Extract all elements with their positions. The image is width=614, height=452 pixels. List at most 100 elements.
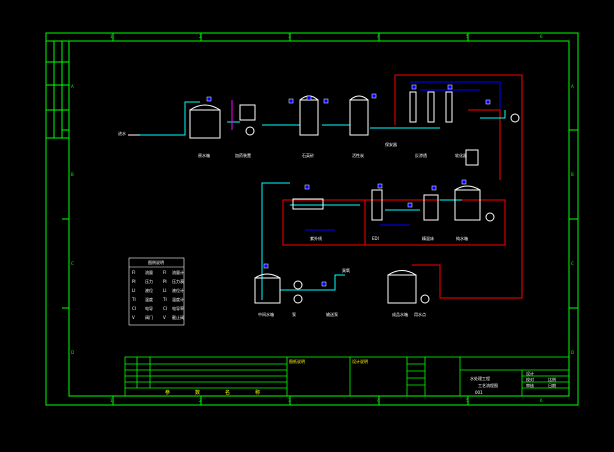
legend-row-1-name: 流量 [145, 270, 153, 275]
red-pipelines [282, 74, 523, 299]
label-intermediate-tank: 中间水箱 [258, 312, 274, 317]
legend-row-4-name: 温度 [145, 297, 153, 302]
product-pump [420, 294, 430, 304]
legend-row-6-sym: V [163, 315, 166, 320]
zone-top-2: 2 [199, 34, 202, 39]
equipment [128, 91, 520, 304]
ro-membrane-2 [427, 91, 435, 123]
dosing-unit [239, 104, 256, 121]
label-inlet: 进水 [118, 131, 126, 136]
label-carbon-filter: 活性炭 [352, 153, 364, 158]
legend-row-6-desc: 截止阀 [172, 315, 184, 320]
legend-row-3-code: LI [132, 288, 136, 293]
legend-row-2-name: 压力 [145, 279, 153, 284]
legend-box [128, 257, 185, 326]
zone-bottom-6: 6 [540, 398, 543, 403]
raw-water-tank [189, 109, 221, 139]
label-pure-tank: 纯水箱 [456, 236, 468, 241]
legend-row-4-code: TI [132, 297, 136, 302]
dosing-pump [245, 126, 255, 136]
legend-row-5-sym: CI [163, 306, 167, 311]
zone-top-5: 5 [466, 34, 469, 39]
title-block-left-label: 图纸说明 [289, 359, 305, 364]
title-block-cell-4: 比例 [548, 377, 556, 382]
product-tank [387, 274, 417, 304]
legend-row-2-desc: 压力表 [172, 279, 184, 284]
zone-top-6: 6 [540, 34, 543, 39]
polish-vessel [423, 194, 439, 221]
legend-row-6-code: V [132, 315, 135, 320]
title-block-param-1: 参 [165, 390, 171, 396]
cyan-pipelines [140, 101, 506, 300]
title-block-param-2: 数 [195, 390, 201, 396]
blue-lines [305, 81, 501, 231]
legend-row-3-sym: LI [163, 288, 167, 293]
label-uv: 紫外线 [310, 236, 322, 241]
legend-row-1-desc: 流量计 [172, 270, 184, 275]
ro-membrane-3 [445, 91, 453, 123]
pump-a [293, 280, 303, 290]
valves [206, 84, 491, 287]
label-edi: EDI [372, 236, 379, 241]
zone-right-c: C [571, 261, 574, 266]
sand-filter-vessel [299, 99, 319, 136]
label-dosing: 加药装置 [235, 153, 251, 158]
zone-top-1: 1 [110, 34, 113, 39]
zone-right-b: B [571, 172, 574, 177]
zone-bottom-3: 3 [288, 398, 291, 403]
label-sand-filter: 石英砂 [302, 153, 314, 158]
legend-row-5-name: 电导 [145, 306, 153, 311]
label-product-tank: 成品水箱 [392, 312, 408, 317]
label-polish: 精混床 [422, 236, 434, 241]
legend-row-5-desc: 电导率 [172, 306, 184, 311]
label-use-point: 用水点 [414, 312, 426, 317]
title-block-cell-5: 日期 [548, 383, 556, 388]
label-softener: 软化器 [455, 153, 467, 158]
zone-left-c: C [71, 261, 74, 266]
ro-membrane-1 [409, 91, 417, 123]
title-block-mid-label: 设计说明 [352, 359, 368, 364]
zone-bottom-2: 2 [199, 398, 202, 403]
title-block-cell-3: 审核 [526, 383, 534, 388]
pump-b [293, 294, 303, 304]
title-block-cell-2: 校对 [526, 377, 534, 382]
title-block [124, 356, 570, 397]
label-pump-b: 输送泵 [326, 312, 338, 317]
legend-row-5-code: CI [132, 306, 136, 311]
label-raw-tank: 原水箱 [198, 153, 210, 158]
legend-row-2-code: PI [132, 279, 136, 284]
zone-left-d: D [71, 350, 75, 355]
pure-pump [485, 212, 495, 222]
legend-row-4-sym: TI [163, 297, 167, 302]
zone-top-3: 3 [288, 34, 291, 39]
chemical-tank [465, 149, 479, 166]
legend-row-3-name: 液位 [145, 288, 153, 293]
title-block-drawing-name: 工艺流程图 [478, 383, 498, 388]
label-pump-a: 泵 [292, 312, 296, 317]
legend-row-3-desc: 液位计 [172, 288, 184, 293]
legend-row-4-desc: 温度计 [172, 297, 184, 302]
legend-row-2-sym: PI [163, 279, 167, 284]
intermediate-tank [254, 277, 281, 304]
zone-top-4: 4 [377, 34, 380, 39]
title-block-cell-1: 设计 [526, 371, 534, 376]
legend-row-1-sym: FI [163, 270, 167, 275]
zone-bottom-4: 4 [377, 398, 380, 403]
zone-left-a: A [71, 84, 74, 89]
title-block-drawing-no: 001 [475, 390, 483, 395]
edi-module [371, 189, 383, 221]
title-block-param-4: 称 [255, 390, 261, 396]
zone-bottom-5: 5 [466, 398, 469, 403]
pure-water-tank [454, 189, 481, 221]
zone-right-a: A [571, 84, 574, 89]
label-ro-unit: 反渗透 [415, 153, 427, 158]
legend-row-1-code: FI [132, 270, 136, 275]
legend-title: 图例说明 [148, 260, 164, 265]
label-security-filter: 保安器 [385, 142, 397, 147]
zone-bottom-1: 1 [110, 398, 113, 403]
ro-pump [510, 113, 520, 123]
legend-row-6-name: 阀门 [145, 315, 153, 320]
drawing-frame [45, 32, 579, 406]
carbon-filter-vessel [349, 99, 369, 136]
